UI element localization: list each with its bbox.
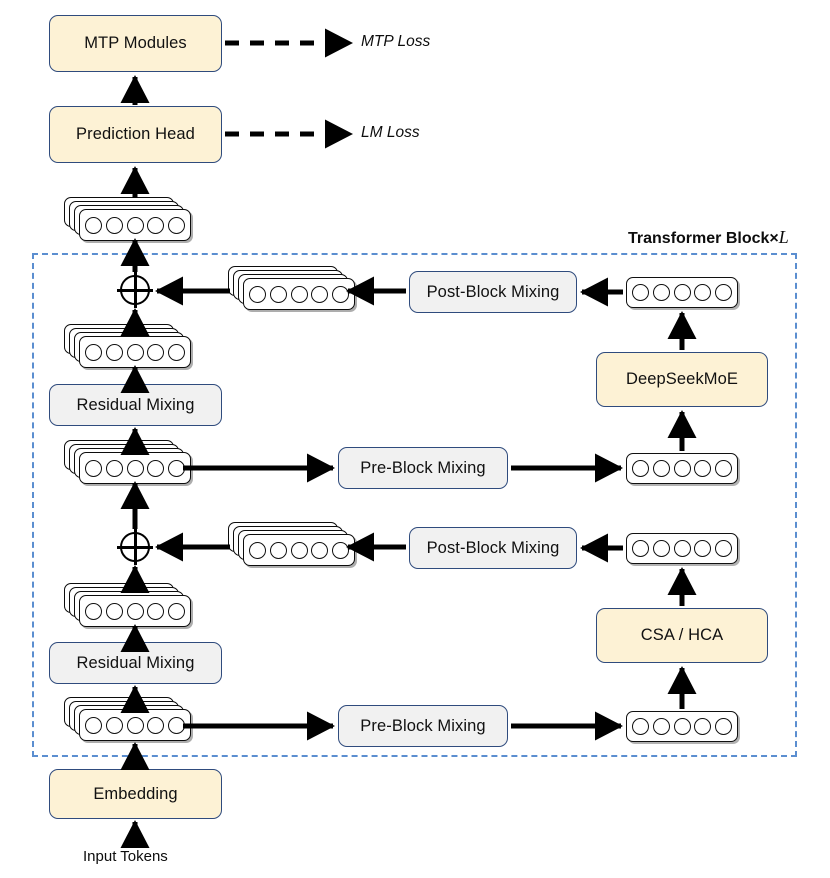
csa-hca-box[interactable]: CSA / HCA [596, 608, 768, 663]
token-dot [85, 216, 102, 234]
transformer-block-multiplier: × [769, 230, 779, 247]
token-dot [632, 540, 649, 557]
transformer-block-frame [32, 253, 797, 757]
token-dot [694, 460, 712, 477]
input-tokens-label: Input Tokens [83, 848, 168, 865]
transformer-block-label: Transformer Block×L [628, 227, 789, 248]
transformer-block-text: Transformer Block [628, 230, 770, 247]
token-dot [126, 216, 144, 234]
token-dot [126, 459, 144, 477]
token-dot [168, 602, 185, 620]
token-dot [694, 718, 712, 735]
residual-mixing-lower-label: Residual Mixing [76, 653, 195, 672]
token-dot [694, 540, 712, 557]
token-dot [85, 716, 102, 734]
prediction-head-box[interactable]: Prediction Head [49, 106, 222, 163]
embedding-box[interactable]: Embedding [49, 769, 222, 819]
token-dot [694, 284, 712, 301]
token-dot [147, 459, 165, 477]
token-dot [715, 540, 732, 557]
tokens-after-add-upper [64, 324, 192, 374]
token-dot [85, 602, 102, 620]
transformer-block-repeat: L [778, 227, 789, 247]
token-dot [632, 718, 649, 735]
token-dot [105, 602, 123, 620]
token-dot [147, 343, 165, 361]
token-dot [105, 343, 123, 361]
token-dot [652, 284, 670, 301]
plus-vertical [134, 529, 137, 565]
mtp-loss-label: MTP Loss [361, 33, 431, 50]
token-dot [85, 459, 102, 477]
post-block-mixing-lower-label: Post-Block Mixing [426, 538, 560, 557]
post-block-mixing-upper-label: Post-Block Mixing [426, 282, 560, 301]
tokens-to-prediction-head [64, 197, 192, 247]
deepseekmoe-label: DeepSeekMoE [625, 370, 739, 388]
token-dot [147, 216, 165, 234]
token-dot [715, 284, 732, 301]
plus-vertical [134, 272, 137, 308]
token-dot [126, 602, 144, 620]
token-dot [673, 718, 691, 735]
token-dot [673, 460, 691, 477]
token-dot [147, 716, 165, 734]
pre-block-mixing-lower-box[interactable]: Pre-Block Mixing [338, 705, 508, 747]
token-dot [269, 541, 287, 559]
csa-hca-label: CSA / HCA [640, 626, 724, 644]
token-dot [652, 460, 670, 477]
lm-loss-label: LM Loss [361, 124, 420, 141]
prediction-head-label: Prediction Head [76, 125, 195, 143]
pre-block-mixing-lower-label: Pre-Block Mixing [360, 716, 486, 735]
token-dot [652, 540, 670, 557]
token-dot [715, 460, 732, 477]
token-dot [147, 602, 165, 620]
token-stack-front [79, 336, 191, 368]
token-dot [249, 541, 266, 559]
tokens-moe-output [626, 277, 738, 308]
token-dot [311, 285, 329, 303]
token-dot [673, 284, 691, 301]
token-stack-front [79, 452, 191, 484]
token-dot [168, 216, 185, 234]
residual-add-lower [117, 529, 153, 565]
tokens-attn-input [626, 711, 738, 742]
embedding-label: Embedding [93, 784, 178, 803]
token-dot [105, 716, 123, 734]
tokens-pre-block-upper [64, 440, 192, 490]
token-dot [632, 460, 649, 477]
residual-mixing-upper-label: Residual Mixing [76, 395, 195, 414]
token-dot [673, 540, 691, 557]
tokens-attn-output [626, 533, 738, 564]
deepseekmoe-box[interactable]: DeepSeekMoE [596, 352, 768, 407]
token-dot [290, 285, 308, 303]
token-dot [311, 541, 329, 559]
pre-block-mixing-upper-box[interactable]: Pre-Block Mixing [338, 447, 508, 489]
token-dot [105, 216, 123, 234]
token-dot [126, 716, 144, 734]
mtp-modules-label: MTP Modules [84, 34, 187, 52]
token-dot [290, 541, 308, 559]
token-dot [249, 285, 266, 303]
post-block-mixing-upper-box[interactable]: Post-Block Mixing [409, 271, 577, 313]
token-stack-front [79, 709, 191, 741]
mtp-modules-box[interactable]: MTP Modules [49, 15, 222, 72]
token-dot [652, 718, 670, 735]
pre-block-mixing-upper-label: Pre-Block Mixing [360, 458, 486, 477]
residual-add-upper [117, 272, 153, 308]
token-dot [269, 285, 287, 303]
token-dot [632, 284, 649, 301]
token-dot [715, 718, 732, 735]
tokens-moe-input [626, 453, 738, 484]
tokens-pre-block-lower [64, 697, 192, 747]
residual-mixing-lower-box[interactable]: Residual Mixing [49, 642, 222, 684]
post-block-mixing-lower-box[interactable]: Post-Block Mixing [409, 527, 577, 569]
token-stack-front [79, 209, 191, 241]
token-dot [168, 343, 185, 361]
token-dot [85, 343, 102, 361]
token-dot [105, 459, 123, 477]
token-dot [126, 343, 144, 361]
